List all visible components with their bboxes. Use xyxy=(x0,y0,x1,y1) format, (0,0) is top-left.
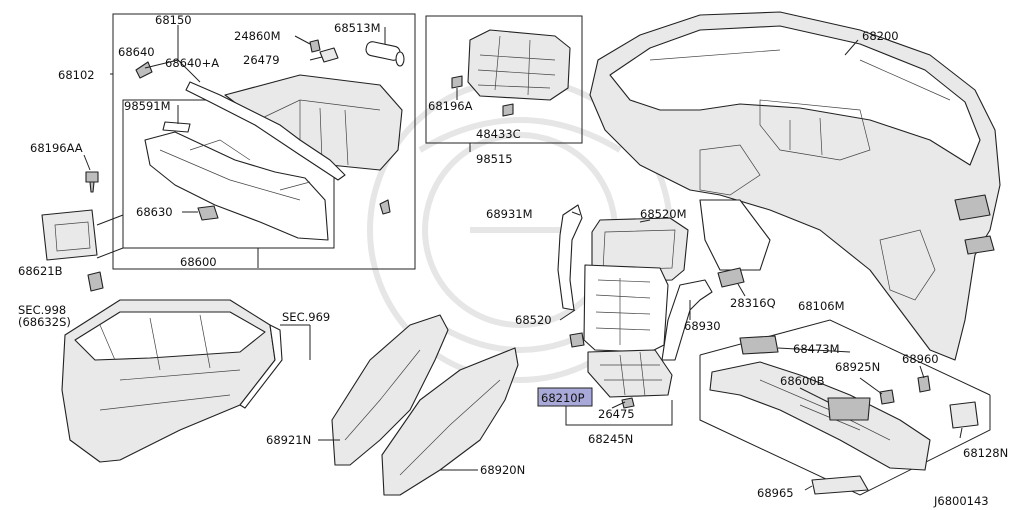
label-68925n: 68925N xyxy=(835,360,880,374)
glove-box-hinge-strip xyxy=(185,81,346,181)
clip-26475 xyxy=(621,397,635,409)
damper-68513m xyxy=(365,41,405,67)
switch-sec998 xyxy=(87,271,104,292)
trim-68931m xyxy=(557,204,583,311)
label-68640: 68640 xyxy=(118,45,155,59)
lower-trim-68106m xyxy=(709,361,931,471)
part-labels: 68150 68640 68640+A 68102 24860M 26479 6… xyxy=(18,13,1008,508)
label-68520m: 68520M xyxy=(640,207,687,221)
label-68921n: 68921N xyxy=(266,433,311,447)
side-panel-68921n xyxy=(331,314,449,466)
switch-68473m xyxy=(739,335,779,355)
lamp-26479 xyxy=(319,47,339,63)
diagram-code: J6800143 xyxy=(933,494,989,508)
label-68960: 68960 xyxy=(902,352,939,366)
screw-glovebox xyxy=(379,199,391,215)
label-68196aa: 68196AA xyxy=(30,141,83,155)
instrument-panel xyxy=(589,11,1001,361)
lower-trim-group xyxy=(699,319,991,496)
label-68965: 68965 xyxy=(757,486,794,500)
cover-68600b xyxy=(827,397,871,421)
label-68150: 68150 xyxy=(155,13,192,27)
label-28316q: 28316Q xyxy=(730,296,776,310)
clip-68640 xyxy=(135,61,153,79)
label-sec998-sub: (68632S) xyxy=(18,315,71,329)
label-68196a: 68196A xyxy=(428,99,473,113)
label-48433c: 48433C xyxy=(476,127,521,141)
airbag-frame xyxy=(425,15,583,144)
label-68600b: 68600B xyxy=(780,374,825,388)
connector-28316q xyxy=(717,267,745,288)
label-sec969: SEC.969 xyxy=(282,310,330,324)
side-panel-68920n xyxy=(381,347,519,496)
passenger-airbag xyxy=(467,29,571,101)
label-68520: 68520 xyxy=(515,313,552,327)
label-26475: 26475 xyxy=(598,407,635,421)
side-panels xyxy=(331,314,519,496)
airbag-group xyxy=(425,15,583,152)
highlight-68210p xyxy=(537,387,593,407)
center-console xyxy=(61,299,311,463)
label-98515: 98515 xyxy=(476,152,513,166)
clip-68925n xyxy=(879,389,895,405)
label-68920n: 68920N xyxy=(480,463,525,477)
glove-box-lid xyxy=(144,131,329,241)
label-68513m: 68513M xyxy=(334,21,381,35)
label-68640a: 68640+A xyxy=(165,56,219,70)
label-24860m: 24860M xyxy=(234,29,281,43)
label-68621b: 68621B xyxy=(18,264,63,278)
lower-panel-group xyxy=(565,332,673,426)
label-26479: 26479 xyxy=(243,53,280,67)
glove-box-frame xyxy=(112,13,416,270)
clip-68960 xyxy=(917,375,931,393)
label-68200: 68200 xyxy=(862,29,899,43)
label-68930: 68930 xyxy=(684,319,721,333)
label-68600: 68600 xyxy=(180,255,217,269)
label-68630: 68630 xyxy=(136,205,173,219)
glove-box-group xyxy=(112,13,416,270)
center-cluster-68520 xyxy=(583,264,669,353)
clip-68210p xyxy=(569,332,585,348)
label-68473m: 68473M xyxy=(793,342,840,356)
label-68102: 68102 xyxy=(58,68,95,82)
bulb-24860m xyxy=(309,39,321,53)
bracket-68128n xyxy=(949,401,979,429)
striker-68630 xyxy=(197,205,219,221)
label-98591m xyxy=(162,121,191,133)
bolt-48433c xyxy=(502,103,514,117)
leader-lines xyxy=(83,25,963,491)
bolt-68196a xyxy=(451,75,463,89)
label-68128n: 68128N xyxy=(963,446,1008,460)
screw-68196aa xyxy=(85,171,99,193)
label-68106m: 68106M xyxy=(798,299,845,313)
center-stack-group xyxy=(557,204,745,361)
label-98591m: 98591M xyxy=(124,99,171,113)
label-sec998: SEC.998 xyxy=(18,303,66,317)
bracket-68965 xyxy=(811,475,869,495)
label-68210p: 68210P xyxy=(541,391,585,405)
pocket-group xyxy=(41,171,124,292)
label-68931m: 68931M xyxy=(486,207,533,221)
label-68245n: 68245N xyxy=(588,432,633,446)
lower-panel-68245n xyxy=(587,349,673,398)
